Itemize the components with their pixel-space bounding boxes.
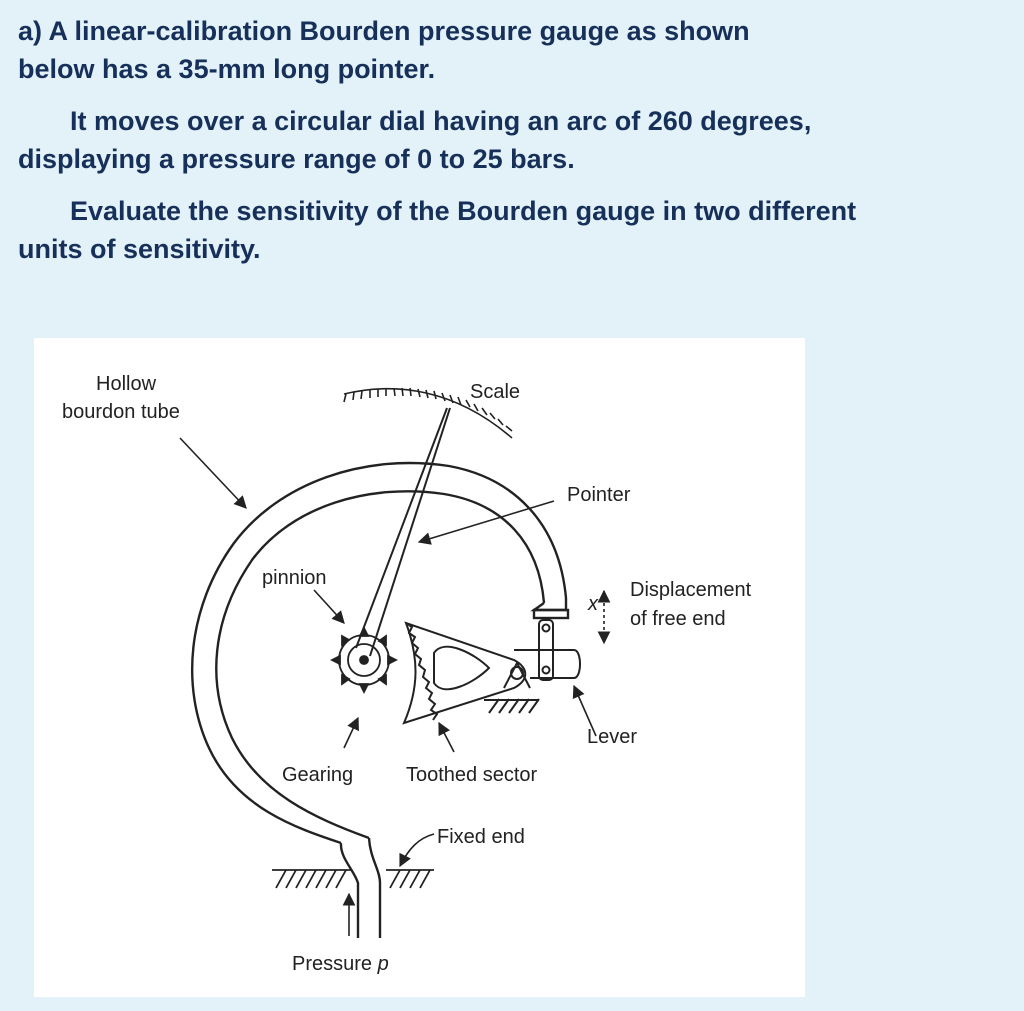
label-fixed-end: Fixed end	[437, 826, 525, 848]
label-pressure: Pressure p	[292, 953, 389, 975]
label-pinnion: pinnion	[262, 567, 327, 589]
label-gearing: Gearing	[282, 764, 353, 786]
question-text: a) A linear-calibration Bourden pressure…	[18, 12, 1008, 282]
pointer	[355, 407, 451, 657]
toothed-sector	[402, 621, 540, 725]
bourdon-gauge-diagram: Hollow bourdon tube Scale Pointer pinnio…	[62, 373, 752, 975]
fixed-end-mount	[272, 869, 434, 889]
label-hollow: Hollow	[96, 373, 157, 395]
question-part-2: It moves over a circular dial having an …	[18, 102, 1008, 178]
label-x: x	[587, 593, 599, 615]
question-line: Evaluate the sensitivity of the Bourden …	[70, 196, 857, 226]
question-part-1: a) A linear-calibration Bourden pressure…	[18, 12, 1008, 88]
question-line: It moves over a circular dial having an …	[70, 106, 812, 136]
question-line: units of sensitivity.	[18, 234, 261, 264]
question-part-3: Evaluate the sensitivity of the Bourden …	[18, 192, 1008, 268]
label-toothed-sector: Toothed sector	[406, 764, 538, 786]
leader-lines	[179, 437, 597, 936]
label-scale: Scale	[470, 381, 520, 403]
label-free-end: of free end	[630, 608, 726, 630]
label-lever: Lever	[587, 726, 637, 748]
dial-scale	[343, 387, 513, 439]
pinion-gear	[329, 625, 399, 695]
question-line: a) A linear-calibration Bourden pressure…	[18, 16, 750, 46]
lever-link	[514, 619, 581, 681]
label-displacement: Displacement	[630, 579, 752, 601]
question-line: displaying a pressure range of 0 to 25 b…	[18, 144, 575, 174]
label-pointer: Pointer	[567, 484, 631, 506]
bourdon-tube	[191, 461, 570, 938]
bourdon-gauge-figure: Hollow bourdon tube Scale Pointer pinnio…	[34, 338, 805, 997]
question-line: below has a 35-mm long pointer.	[18, 54, 436, 84]
label-bourdon-tube: bourdon tube	[62, 401, 180, 423]
